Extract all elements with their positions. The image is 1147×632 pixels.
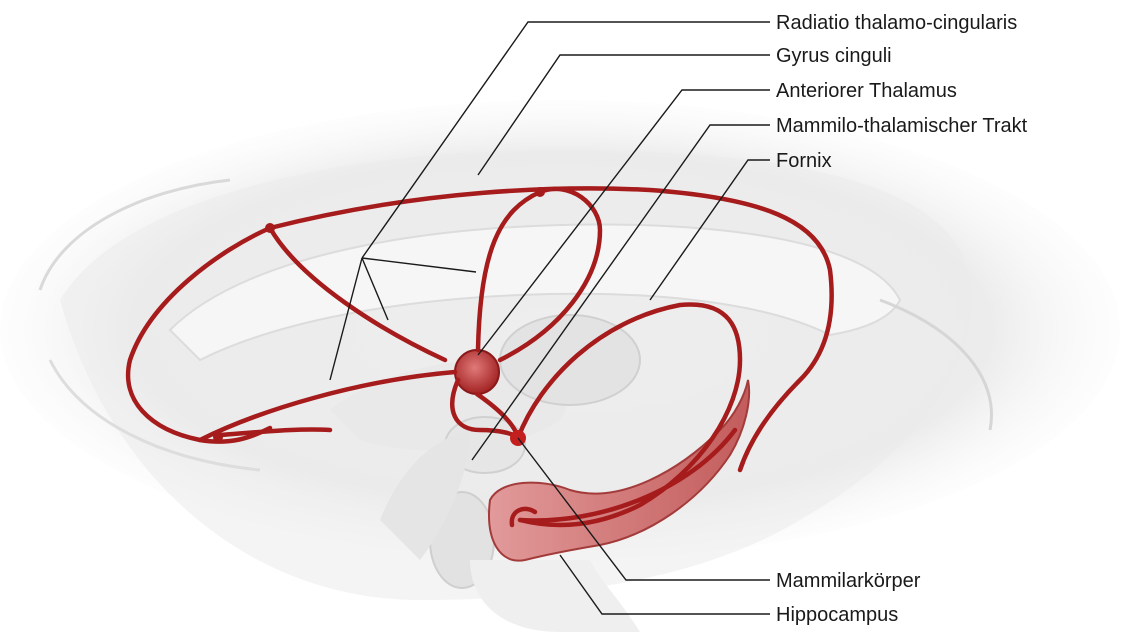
label-mammilarkoerper: Mammilarkörper xyxy=(776,570,921,592)
label-fornix: Fornix xyxy=(776,150,832,172)
label-hippocampus: Hippocampus xyxy=(776,604,898,626)
label-radiatio-thalamo-cingularis: Radiatio thalamo-cingularis xyxy=(776,12,1017,34)
label-gyrus-cinguli: Gyrus cinguli xyxy=(776,45,892,67)
label-anteriorer-thalamus: Anteriorer Thalamus xyxy=(776,80,957,102)
anterior-thalamus-structure xyxy=(455,350,499,394)
label-mammilo-thalamischer-trakt: Mammilo-thalamischer Trakt xyxy=(776,115,1028,137)
